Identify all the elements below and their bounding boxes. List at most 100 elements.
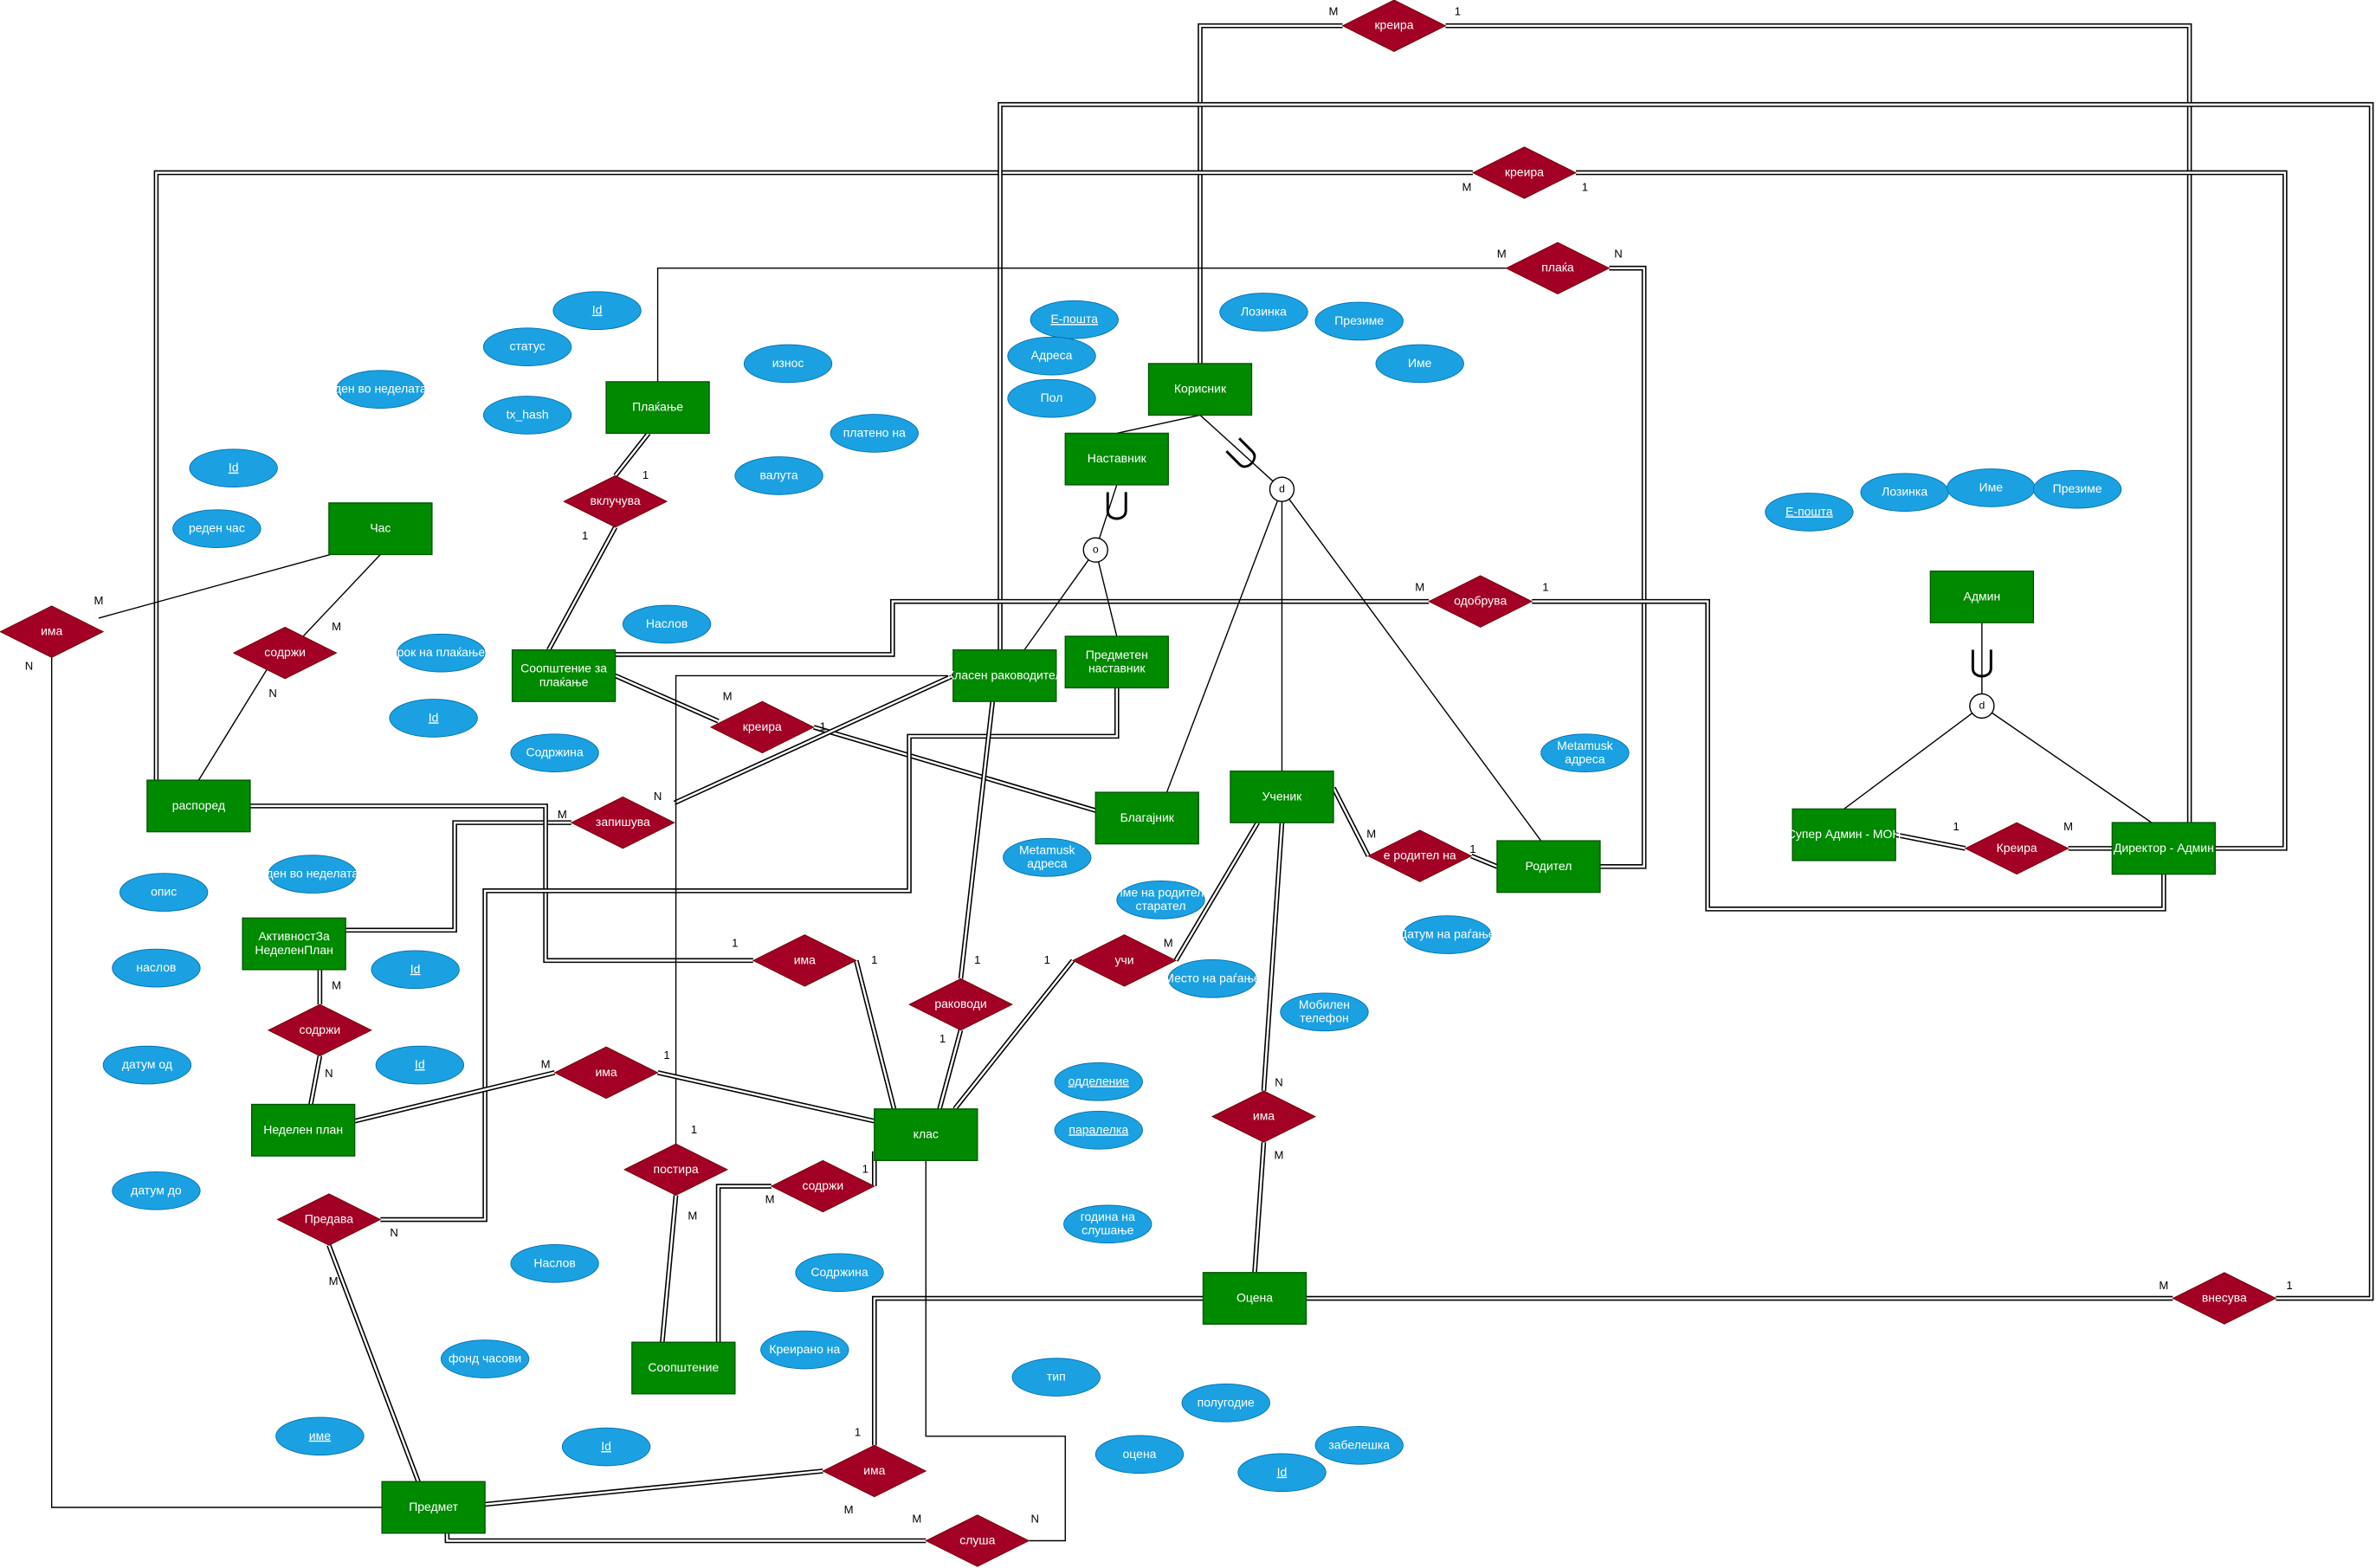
entity-nedelen[interactable]: Неделен план: [250, 1103, 356, 1157]
attribute-korisnik[interactable]: Име: [1375, 344, 1464, 384]
attribute-soopshtenie[interactable]: Наслов: [510, 1243, 599, 1283]
entity-korisnik[interactable]: Корисник: [1147, 363, 1253, 416]
attribute-chas[interactable]: Id: [189, 448, 278, 487]
entity-nastavnik[interactable]: Наставник: [1064, 432, 1169, 486]
attribute-admin[interactable]: Е-пошта: [1765, 493, 1854, 532]
attribute-uchenik[interactable]: Датум на раѓање: [1399, 915, 1495, 954]
attribute-aktivnost[interactable]: ден во неделата: [266, 855, 358, 894]
relationship[interactable]: има: [0, 605, 105, 658]
attribute-chas[interactable]: ден во неделата: [334, 370, 427, 409]
entity-raspored[interactable]: распоред: [146, 779, 251, 833]
relationship[interactable]: запишува: [570, 796, 675, 849]
entity-plakjanje[interactable]: Плаќање: [605, 381, 710, 435]
attribute-nedelen[interactable]: Id: [375, 1045, 465, 1085]
entity-ocena[interactable]: Оцена: [1202, 1272, 1307, 1325]
attribute-aktivnost[interactable]: опис: [119, 873, 209, 912]
attribute-ocena[interactable]: полугодие: [1181, 1383, 1270, 1423]
attribute-korisnik[interactable]: Лозинка: [1219, 293, 1308, 332]
attribute-plakjanje[interactable]: платено на: [830, 414, 919, 453]
cardinality-label: N: [1275, 1076, 1282, 1089]
relationship[interactable]: содржи: [267, 1003, 372, 1057]
entity-admin[interactable]: Админ: [1929, 570, 2035, 623]
specialization-label: o: [1093, 543, 1099, 555]
relationship[interactable]: има: [752, 934, 857, 987]
attribute-aktivnost[interactable]: Id: [371, 950, 460, 990]
attribute-ocena[interactable]: Id: [1237, 1453, 1327, 1493]
attribute-klas[interactable]: одделение: [1054, 1062, 1143, 1101]
attribute-predmet[interactable]: име: [275, 1416, 365, 1456]
attribute-admin[interactable]: Презиме: [2032, 469, 2122, 509]
attribute-ocena[interactable]: тип: [1011, 1358, 1101, 1397]
attribute-soopshtenie[interactable]: Содржина: [795, 1253, 884, 1293]
relationship[interactable]: одобрува: [1428, 575, 1533, 628]
relationship[interactable]: Креира: [1964, 822, 2069, 875]
relationship[interactable]: има: [822, 1444, 927, 1498]
relationship[interactable]: внесува: [2172, 1272, 2277, 1325]
double-connector-inner: [953, 959, 1074, 1110]
attribute-korisnik[interactable]: Презиме: [1314, 301, 1404, 341]
attribute-korisnik[interactable]: Адреса: [1007, 336, 1096, 376]
attribute-uchenik[interactable]: Место на раѓање: [1164, 959, 1261, 998]
entity-klas[interactable]: клас: [874, 1108, 978, 1162]
relationship[interactable]: Предава: [276, 1193, 382, 1246]
entity-klasen[interactable]: Класен раководител: [947, 648, 1062, 702]
relationship[interactable]: плаќа: [1505, 242, 1611, 294]
attribute-aktivnost[interactable]: наслов: [112, 948, 201, 988]
relationship[interactable]: постира: [623, 1143, 729, 1197]
entity-blagajnik[interactable]: Благајник: [1094, 791, 1199, 845]
attribute-szp[interactable]: Содржина: [510, 733, 599, 772]
attribute-korisnik[interactable]: Е-пошта: [1030, 300, 1119, 339]
entity-chas[interactable]: Час: [328, 502, 433, 556]
attribute-ocena[interactable]: забелешка: [1314, 1425, 1404, 1465]
attribute-plakjanje[interactable]: Id: [552, 291, 642, 331]
relationship[interactable]: слуша: [925, 1514, 1030, 1567]
relationship[interactable]: е родител на: [1367, 829, 1473, 882]
relationship[interactable]: креира: [1471, 146, 1577, 199]
attribute-nedelen[interactable]: датум до: [112, 1171, 201, 1210]
attribute-plakjanje[interactable]: валута: [734, 456, 823, 495]
attribute-szp[interactable]: Наслов: [622, 604, 712, 644]
attribute-plakjanje[interactable]: износ: [743, 344, 833, 384]
attribute-plakjanje[interactable]: tx_hash: [482, 396, 572, 435]
relationship-label: има: [1253, 1108, 1275, 1122]
attribute-plakjanje[interactable]: статус: [482, 327, 572, 367]
attribute-predmet[interactable]: фонд часови: [440, 1339, 530, 1378]
attribute-soopshtenie[interactable]: Id: [561, 1427, 651, 1467]
relationship[interactable]: има: [553, 1046, 659, 1100]
relationship[interactable]: вклучува: [563, 474, 668, 528]
relationship[interactable]: содржи: [770, 1159, 875, 1213]
relationship[interactable]: креира: [709, 700, 815, 754]
attribute-admin[interactable]: Лозинка: [1860, 473, 1949, 512]
attribute-szp[interactable]: рок на плаќање: [397, 633, 486, 673]
attribute-nedelen[interactable]: датум од: [102, 1045, 192, 1085]
relationship[interactable]: содржи: [232, 626, 338, 680]
entity-superadmin[interactable]: Супер Админ - МОН: [1787, 808, 1901, 861]
entity-direktor[interactable]: Директор - Админ: [2111, 822, 2217, 875]
relationship[interactable]: раководи: [908, 978, 1014, 1031]
double-connector-inner: [1253, 1142, 1265, 1273]
entity-soopshtenie[interactable]: Соопштение: [631, 1341, 736, 1395]
relationship[interactable]: има: [1211, 1090, 1316, 1143]
entity-uchenik[interactable]: Ученик: [1230, 770, 1334, 823]
entity-predmet[interactable]: Предмет: [381, 1481, 486, 1534]
attribute-chas[interactable]: реден час: [172, 509, 261, 548]
attribute-ocena[interactable]: оцена: [1094, 1435, 1185, 1474]
attribute-uchenik[interactable]: Име на родител/старател: [1114, 881, 1208, 920]
attribute-korisnik[interactable]: Пол: [1007, 378, 1096, 418]
relationship[interactable]: учи: [1072, 934, 1177, 987]
relationship[interactable]: креира: [1341, 0, 1447, 52]
attribute-admin[interactable]: Име: [1947, 468, 2036, 507]
relationship-label: има: [595, 1065, 617, 1079]
attribute-szp[interactable]: Id: [389, 699, 478, 738]
entity-roditel[interactable]: Родител: [1496, 840, 1601, 894]
attribute-klas[interactable]: паралелка: [1054, 1111, 1143, 1150]
connector-line: [50, 657, 383, 1508]
attribute-soopshtenie[interactable]: Креирано на: [760, 1330, 849, 1370]
